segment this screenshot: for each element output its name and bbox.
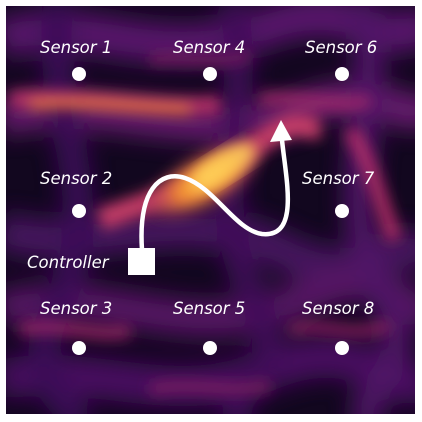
- trajectory-path: [139, 137, 290, 253]
- sensor-dot-icon: [72, 67, 86, 81]
- sensor-dot-icon: [72, 204, 86, 218]
- sensor-dot-icon: [203, 67, 217, 81]
- controller-label: Controller: [27, 253, 110, 272]
- arrow-head-icon: [270, 120, 292, 142]
- sensor-dot-icon: [203, 341, 217, 355]
- sensor-label: Sensor 4: [173, 38, 245, 57]
- sensor-label: Sensor 7: [302, 169, 375, 188]
- sensor-label: Sensor 8: [302, 299, 374, 318]
- sensor-dot-icon: [72, 341, 86, 355]
- sensor-8: Sensor 8: [302, 299, 374, 355]
- sensor-label: Sensor 6: [305, 38, 377, 57]
- sensor-4: Sensor 4: [173, 38, 245, 81]
- sensor-label: Sensor 2: [40, 169, 112, 188]
- sensor-label: Sensor 5: [173, 299, 245, 318]
- sensor-dot-icon: [335, 204, 349, 218]
- sensor-dot-icon: [335, 341, 349, 355]
- sensor-label: Sensor 1: [40, 38, 112, 57]
- sensor-2: Sensor 2: [40, 169, 112, 218]
- sensor-label: Sensor 3: [40, 299, 112, 318]
- sensor-1: Sensor 1: [40, 38, 112, 81]
- sensor-dot-icon: [335, 67, 349, 81]
- controller: Controller: [27, 248, 155, 275]
- sensor-3: Sensor 3: [40, 299, 112, 355]
- sensor-5: Sensor 5: [173, 299, 245, 355]
- controller-square-icon: [128, 248, 155, 275]
- sensor-7: Sensor 7: [302, 169, 375, 218]
- sensor-6: Sensor 6: [305, 38, 377, 81]
- trajectory-arrow: [139, 120, 292, 253]
